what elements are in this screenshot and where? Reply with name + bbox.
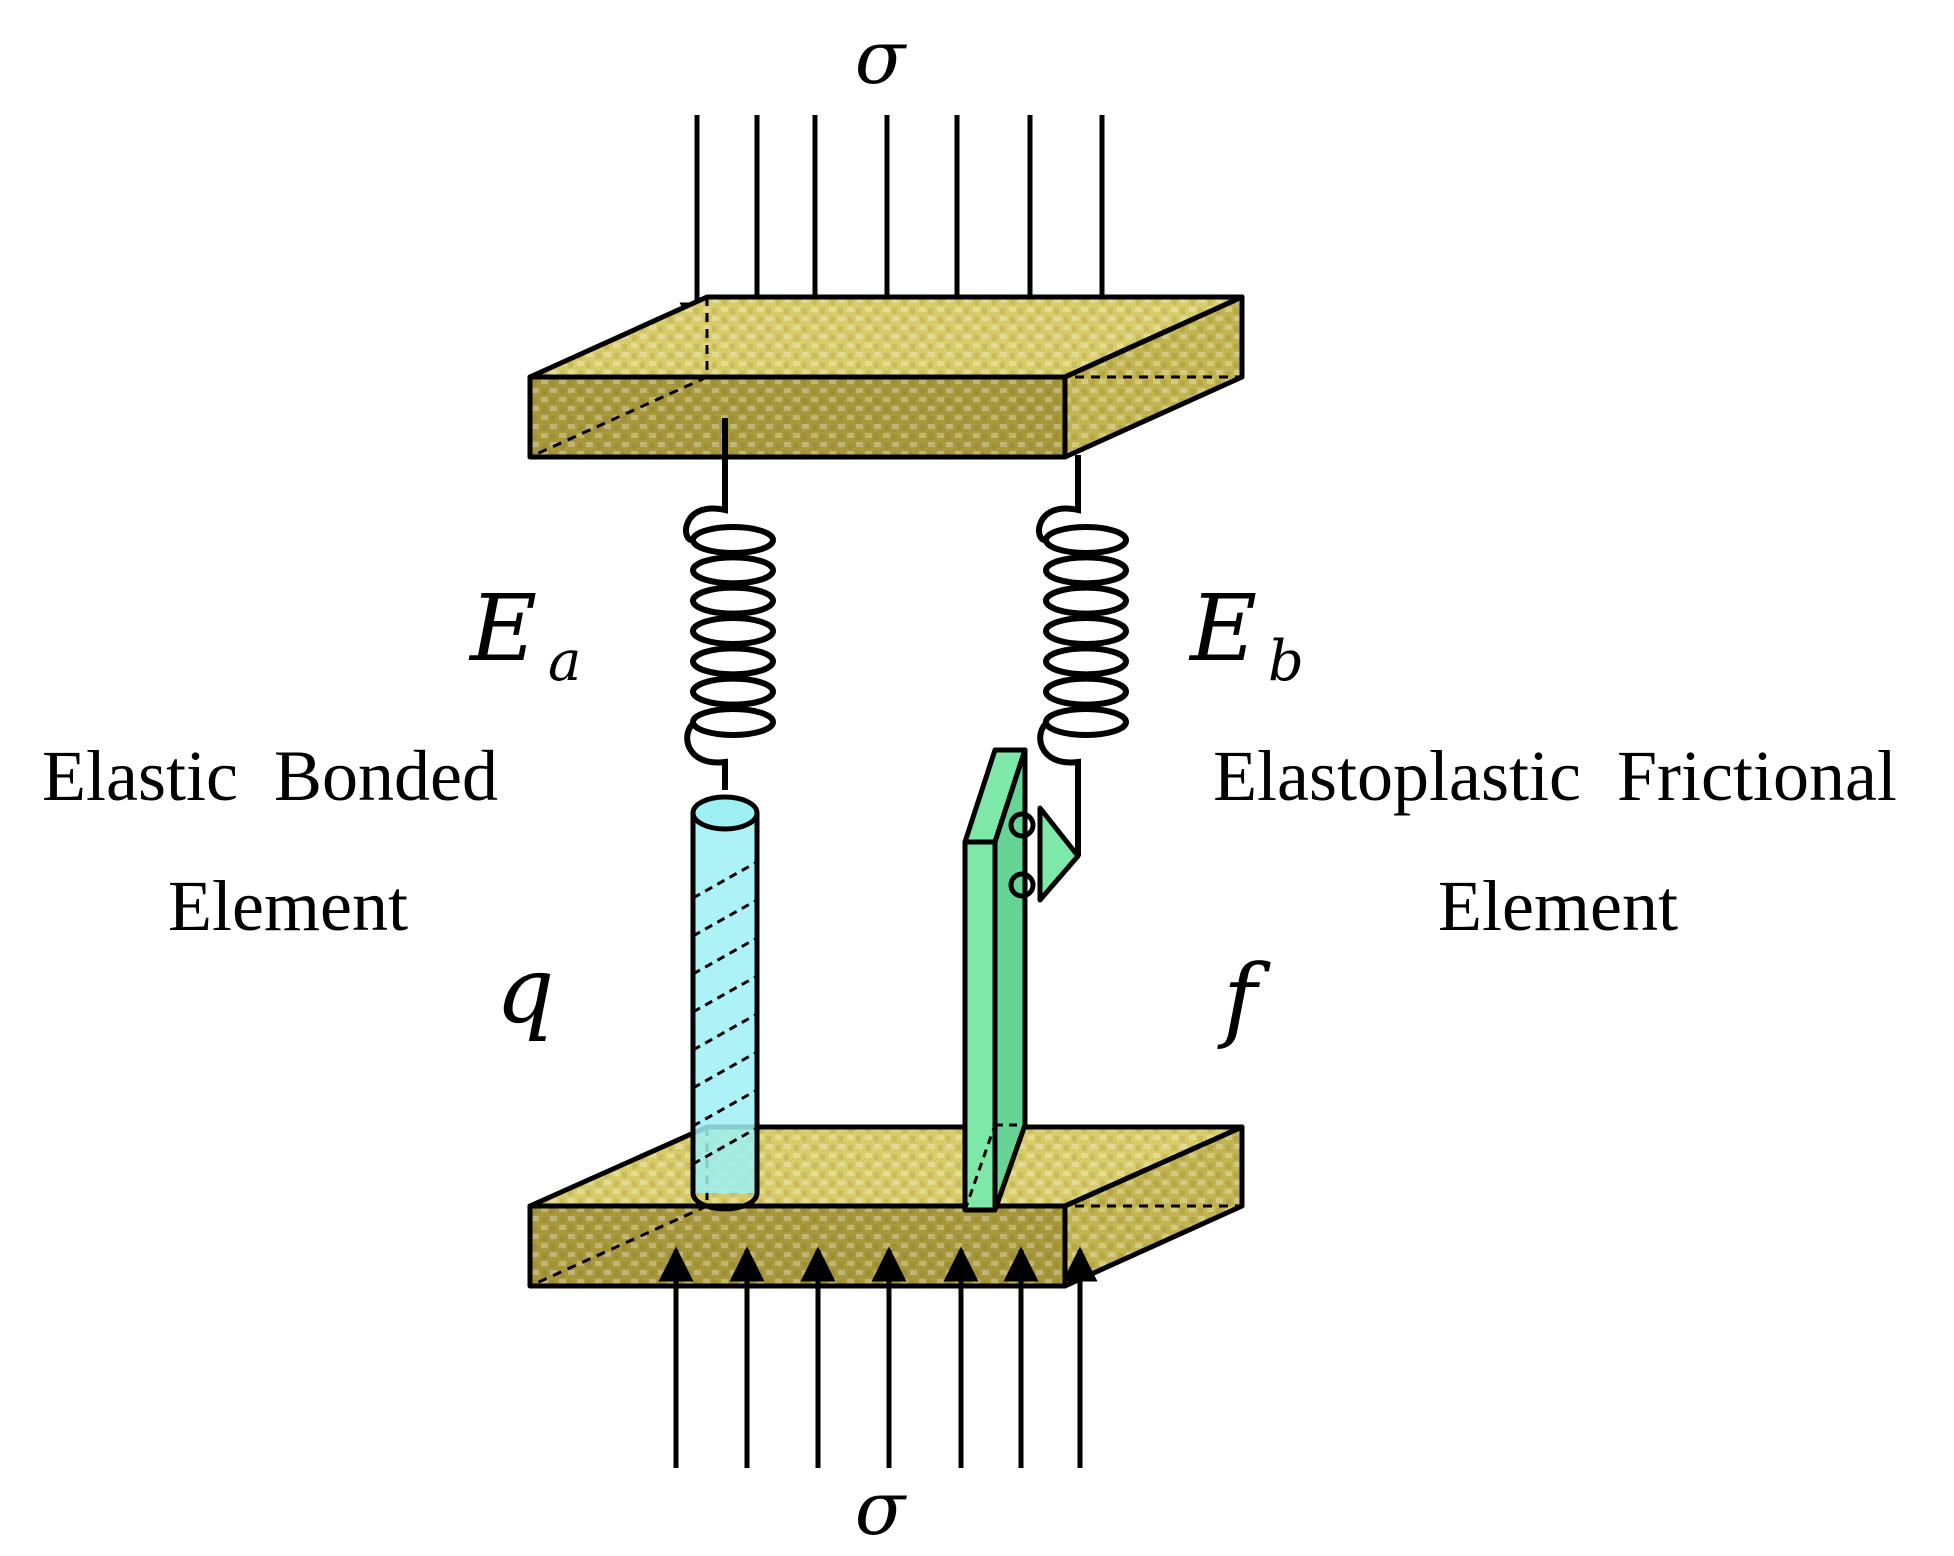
spring-coil	[1043, 584, 1129, 617]
spring-coil	[1043, 645, 1129, 678]
frictional-slider	[962, 747, 1081, 1213]
spring-coil	[690, 645, 776, 678]
spring-coil	[1043, 615, 1129, 647]
frictional-variable-label: f	[1217, 945, 1271, 1052]
rod-hatch-line	[692, 860, 758, 900]
spring-b	[1036, 455, 1129, 856]
rod-hatch-line	[692, 1126, 758, 1166]
right-element-title-line1: Elastoplastic Frictional	[1213, 736, 1897, 816]
rod-hatch-line	[692, 1012, 758, 1052]
bottom-load-symbol: σ	[855, 1466, 908, 1552]
top-plate-front-face-texture	[530, 377, 1065, 457]
top-load-arrows	[679, 115, 1120, 338]
spring-coil	[690, 706, 776, 738]
spring-lead	[1037, 719, 1081, 856]
spring-coil	[690, 584, 776, 617]
top-plate-side-face-texture	[1065, 297, 1242, 457]
spring-coil	[1043, 706, 1129, 738]
bonded-rod	[690, 794, 760, 1212]
bottom-plate	[527, 1124, 1245, 1289]
spring-b-label-main: E	[1188, 575, 1257, 682]
bottom-load-arrows	[658, 1246, 1098, 1468]
spring-coil	[1043, 554, 1129, 587]
right-element-title-line2: Element	[1438, 866, 1678, 946]
bonded-variable-label: q	[496, 937, 555, 1044]
spring-b-label-sub: b	[1268, 629, 1304, 694]
bottom-plate-front-face-texture	[530, 1206, 1065, 1286]
left-element-title-line1: Elastic Bonded	[42, 736, 498, 816]
bottom-plate-side-face-texture	[1065, 1127, 1242, 1286]
top-load-symbol: σ	[855, 15, 908, 101]
rod-hatch-line	[692, 974, 758, 1014]
top-plate	[527, 294, 1245, 460]
spring-coil	[690, 524, 776, 556]
spring-coil	[690, 615, 776, 647]
spring-coil	[1043, 675, 1129, 708]
left-element-title-line2: Element	[168, 866, 408, 946]
spring-b-label: E b	[1188, 575, 1304, 694]
rod-hatch-line	[692, 1088, 758, 1128]
spring-a	[683, 418, 776, 790]
spring-coil	[690, 675, 776, 708]
spring-a-label-main: E	[468, 575, 537, 682]
rod-hatch-line	[692, 898, 758, 938]
spring-coil	[690, 554, 776, 587]
spring-lead	[684, 719, 728, 790]
spring-coil	[1043, 524, 1129, 556]
rod-hatch-line	[692, 1050, 758, 1090]
spring-a-label-sub: a	[548, 629, 581, 694]
spring-a-label: E a	[468, 575, 581, 694]
rod-hatch-line	[692, 936, 758, 976]
